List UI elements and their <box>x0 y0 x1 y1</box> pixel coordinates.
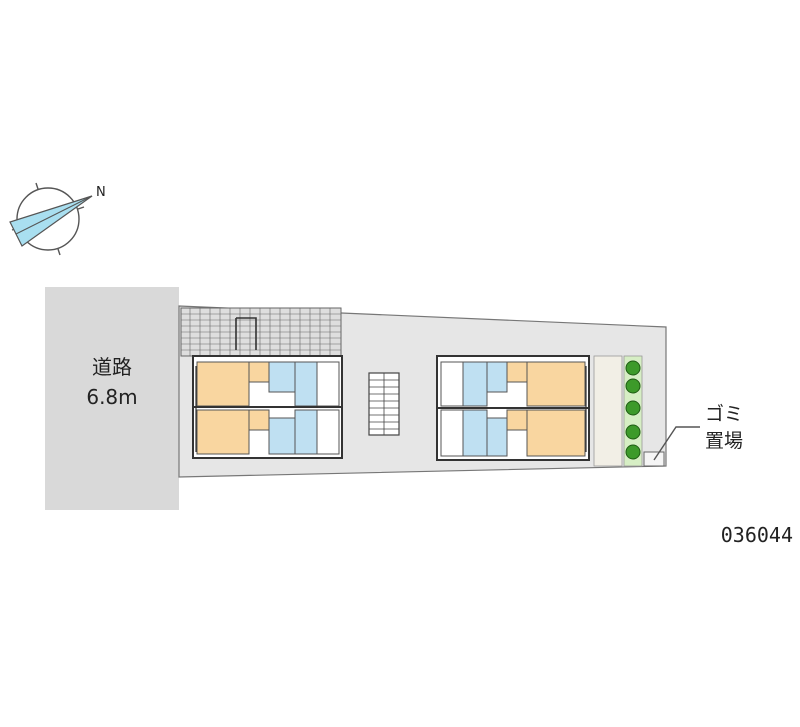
compass-needle <box>9 195 93 247</box>
tree-icon <box>625 400 641 416</box>
garbage-leader-line <box>653 426 700 461</box>
property-code: 036044 <box>721 523 793 547</box>
compass-ring <box>16 187 80 251</box>
tree-icon <box>625 360 641 376</box>
tree-icon <box>625 424 641 440</box>
planting-strip <box>593 355 643 467</box>
building-left <box>192 355 343 459</box>
wet-area-lower-right <box>462 409 488 457</box>
room-upper-right-a <box>526 361 586 407</box>
compass-north-letter: N <box>96 185 106 200</box>
garbage-label-place: 置場 <box>705 430 743 452</box>
room-lower-left-a <box>196 409 250 455</box>
garbage-label: ゴミ <box>705 403 743 425</box>
tree-icon <box>625 444 641 460</box>
bicycle-parking <box>180 307 342 357</box>
wet-area-upper-right <box>462 361 488 407</box>
building-right <box>436 355 590 461</box>
road-width-label: 6.8m <box>86 385 137 409</box>
wet-area-lower-left <box>268 417 296 455</box>
staircase <box>368 372 400 436</box>
road <box>45 287 179 510</box>
tree-icon <box>625 378 641 394</box>
room-upper-left-a <box>196 361 250 407</box>
compass: N <box>9 182 106 256</box>
room-lower-right-a <box>526 409 586 457</box>
wet-area-upper-left <box>268 361 296 393</box>
road-label: 道路 <box>92 355 132 379</box>
